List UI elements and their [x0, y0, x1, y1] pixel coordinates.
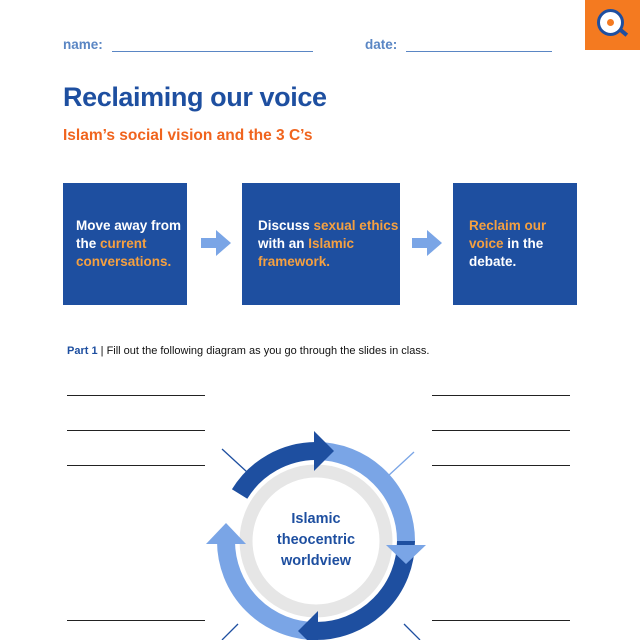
step-text: Move away from the — [76, 218, 182, 251]
part-1-instruction: Part 1 | Fill out the following diagram … — [67, 345, 429, 357]
cycle-arrow-icon — [314, 431, 334, 471]
part-1-separator: | — [97, 345, 107, 357]
date-field[interactable] — [406, 51, 552, 52]
arrow-right-icon — [412, 230, 442, 256]
step-text: in the debate. — [469, 236, 544, 269]
part-1-label: Part 1 — [67, 345, 98, 357]
connector-line — [221, 448, 248, 473]
answer-line[interactable] — [67, 430, 205, 431]
answer-line[interactable] — [432, 620, 570, 621]
cycle-arrow-icon — [386, 545, 426, 564]
page-title: Reclaiming our voice — [63, 82, 327, 112]
step-highlight-text: sexual ethics — [313, 218, 399, 233]
answer-line[interactable] — [432, 395, 570, 396]
connector-line — [403, 623, 421, 640]
step-text-3: Reclaim our voice in the debate. — [469, 217, 577, 271]
arrow-right-icon — [201, 230, 231, 256]
step-text-1: Move away from the current conversations… — [76, 217, 187, 271]
answer-line[interactable] — [67, 395, 205, 396]
cycle-arc-top-left — [231, 442, 317, 499]
answer-line[interactable] — [432, 465, 570, 466]
center-text-line-2: theocentric — [277, 532, 355, 548]
name-label: name: — [63, 37, 103, 52]
connector-line — [221, 623, 239, 640]
step-highlight-text: Reclaim our voice — [469, 218, 547, 251]
connector-line — [387, 451, 415, 477]
step-box-3: Reclaim our voice in the debate. — [453, 183, 577, 305]
date-label: date: — [365, 37, 398, 52]
cycle-arrow-icon — [206, 523, 246, 544]
cycle-arrow-icon — [298, 611, 318, 640]
step-text: with an — [258, 236, 309, 251]
center-text-line-1: Islamic — [291, 511, 340, 527]
search-logo-icon — [585, 0, 640, 50]
answer-line[interactable] — [432, 430, 570, 431]
step-box-1: Move away from the current conversations… — [63, 183, 187, 305]
step-highlight-text: Islamic framework. — [258, 236, 355, 269]
center-text-line-3: worldview — [280, 553, 352, 569]
step-text: Discuss — [258, 218, 314, 233]
step-box-2: Discuss sexual ethics with an Islamic fr… — [242, 183, 400, 305]
page-subtitle: Islam’s social vision and the 3 C’s — [63, 127, 313, 144]
cycle-arc-bottom-left — [217, 540, 317, 640]
cycle-arc-top-right — [315, 442, 415, 542]
part-1-text: Fill out the following diagram as you go… — [106, 345, 430, 357]
name-field[interactable] — [112, 51, 313, 52]
step-highlight-text: current conversations. — [76, 236, 172, 269]
step-text-2: Discuss sexual ethics with an Islamic fr… — [258, 217, 400, 271]
answer-line[interactable] — [67, 620, 205, 621]
inner-ring — [239, 464, 393, 618]
answer-line[interactable] — [67, 465, 205, 466]
